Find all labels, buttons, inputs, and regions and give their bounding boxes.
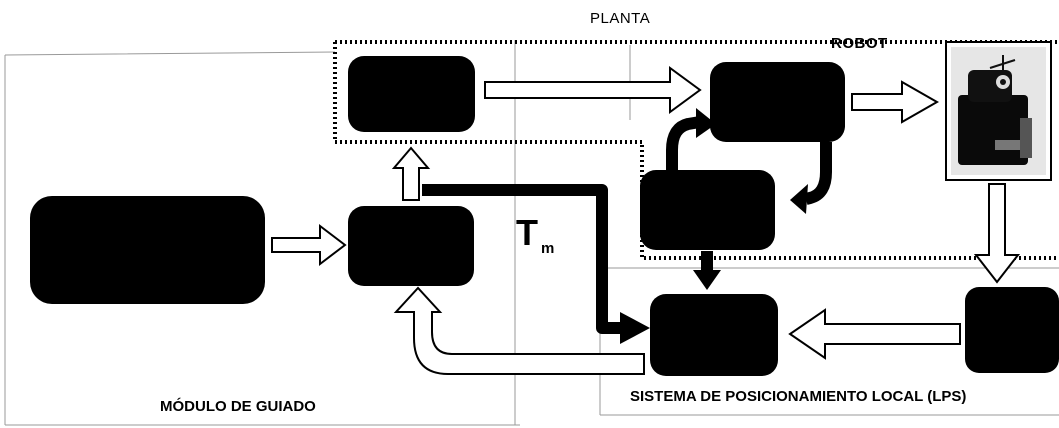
torque-arrow-head [620, 312, 650, 344]
feedback-curve-left [672, 122, 700, 170]
robot-label: ROBOT [831, 35, 888, 52]
arrow-photo-to-sensor [976, 184, 1018, 282]
feedback-curve-right [806, 142, 826, 199]
reference-trajectory-block [30, 196, 265, 304]
estimator-block [650, 294, 778, 376]
torque-symbol: T [516, 212, 538, 254]
torque-subscript: m [541, 240, 554, 257]
robot-photo [946, 42, 1051, 180]
planta-label: PLANTA [590, 10, 650, 27]
lps-label: SISTEMA DE POSICIONAMIENTO LOCAL (LPS) [630, 388, 966, 405]
arrow-actuator-to-robot [485, 68, 700, 112]
robot-internal-block [640, 170, 775, 250]
arrow-sensor-to-estimator [790, 310, 960, 358]
arrow-robot-to-photo [852, 82, 937, 122]
actuator-block [348, 56, 475, 132]
feedback-curve-right-head [790, 184, 808, 214]
robot-dynamics-block [710, 62, 845, 142]
lps-sensor-block [965, 287, 1059, 373]
arrow-reference-to-controller [272, 226, 345, 264]
down-arrow-to-estimator-head [693, 270, 721, 290]
controller-block [348, 206, 474, 286]
modulo-guiado-label: MÓDULO DE GUIADO [160, 398, 316, 415]
